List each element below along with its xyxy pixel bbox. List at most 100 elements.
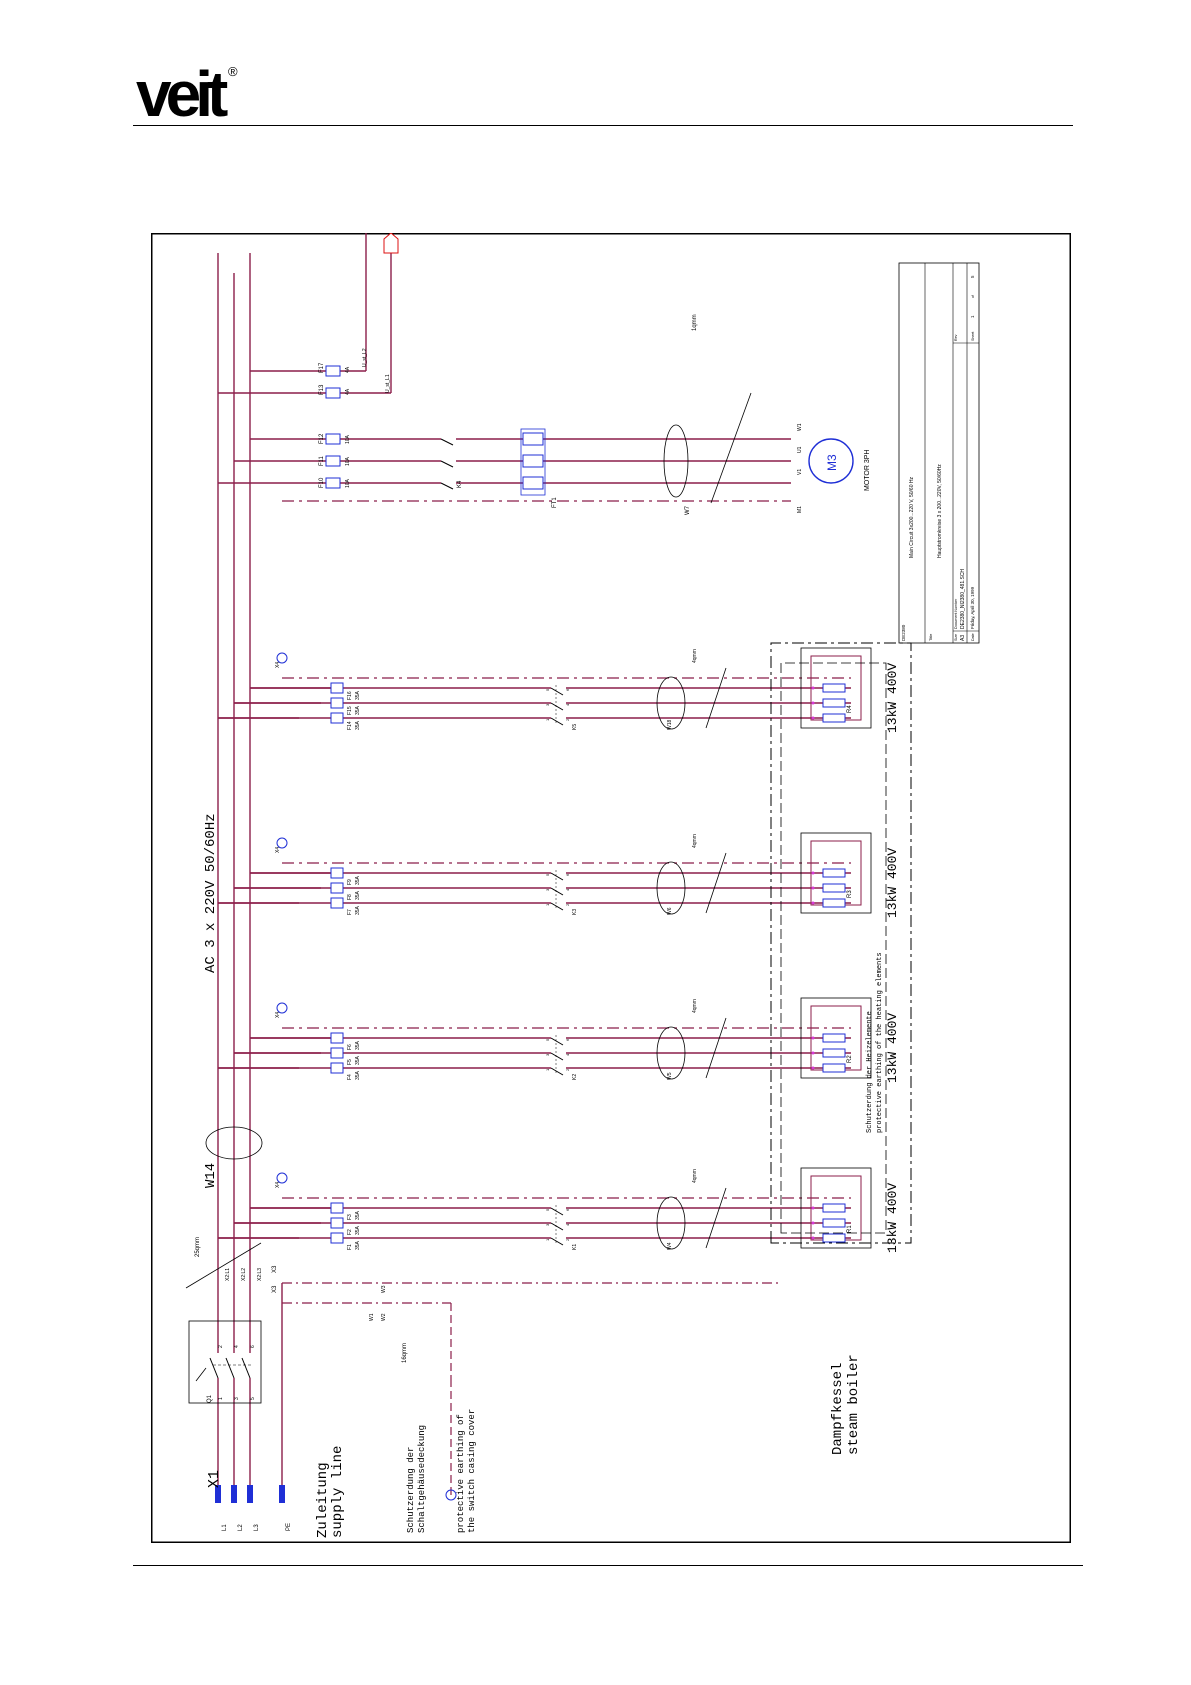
motor-cable-oval [663,424,689,498]
cable-cross-2: 4qmm [692,834,698,848]
tb-of-label: of [971,295,975,298]
fuse-f5 [330,1047,344,1059]
contactor-term-0-4: 4 [565,1223,570,1226]
contactor-label-1: K2 [572,1074,578,1080]
heater-resistor-element [822,698,846,708]
earth-symbol-1 [276,1002,288,1014]
voltage-label: AC 3 x 220V 50/60Hz [203,813,219,973]
heater-power-1: 13kW 400V [885,1013,900,1083]
junction-dot [811,1051,815,1055]
fuse-rating-c-0: 35A [355,1210,361,1220]
cable-label-0: W4 [667,1242,673,1250]
x2-l3-label: X2:L3 [257,1268,263,1281]
contactor-blade [550,1067,564,1076]
junction-dot [811,686,815,690]
fuse-f14 [330,712,344,724]
x4-label-0: X4 [275,1182,281,1188]
contactor-term-0-0: 1 [545,1238,550,1241]
fuse-label-a-1: F4 [347,1074,353,1080]
junction-dot [811,886,815,890]
overload-element-2 [522,432,544,446]
contactor-blade [550,717,564,726]
schematic-canvas: M3 X1 Zuleitung supply line L1 L2 L3 PE … [151,233,1071,1543]
fuse-rating-c-2: 35A [355,875,361,885]
contactor-term-0-2: 5 [545,1208,550,1211]
heater-resistor-element [822,713,846,723]
fuse-rating-b-1: 35A [355,1055,361,1065]
tb-title-label: Title [928,633,933,641]
w-cross-label: 16qmm [402,1343,408,1363]
supply-terminal-l3 [247,1485,253,1503]
fuse-f2 [330,1217,344,1229]
motor-cross-slash [710,392,752,504]
fuse-label-b-0: F2 [347,1229,353,1235]
contactor-term-1-4: 4 [565,1053,570,1056]
contactor-blade [550,872,564,881]
resistor-label-1: R2 [847,1055,853,1063]
overload-ft1: FT1 [552,497,558,508]
contactor-term-3-5: 6 [565,688,570,691]
tb-cell1: DE2380 [901,624,906,641]
motor-contactor-blade [440,438,454,446]
contactor-blade [550,1207,564,1216]
heater-resistor-element [822,898,846,908]
fuse-f16 [330,682,344,694]
supply-terminal-l1 [215,1485,221,1503]
heater-box-r4 [800,647,872,729]
fuse-rating-a-0: 35A [355,1240,361,1250]
heater-resistor-element [822,868,846,878]
q1-contact-1: 1 [218,1397,224,1400]
schematic-sheet: M3 X1 Zuleitung supply line L1 L2 L3 PE … [151,233,1071,1543]
main-cable-label: W14 [203,1163,219,1188]
tb-size-label: Size [954,634,958,641]
motor-term-w1: W1 [797,423,803,431]
junction-dot [811,1206,815,1210]
tb-title-de: Hauptstromkreise 3 x 200...220V, 50/60Hz [937,464,943,558]
contactor-term-2-2: 5 [545,873,550,876]
cross-slash [705,1017,727,1079]
fuse-label-b-3: F15 [347,706,353,715]
casing-en-2: the switch casing cover [467,1409,477,1533]
contactor-blade [550,1237,564,1246]
cable-label-1: W5 [667,1072,673,1080]
junction-dot [811,1236,815,1240]
junction-dot [811,716,815,720]
motor-m3-symbol [808,438,854,484]
supply-title-de: Zuleitung [315,1462,331,1538]
motor-cable-cross: 1qmm [692,314,698,331]
heater-power-3: 13kW 400V [885,663,900,733]
header-rule [133,125,1073,126]
tb-of: 5 [970,275,975,278]
fuse-f13: F13 [319,384,325,395]
cable-oval-w5 [656,1026,686,1080]
motor-term-m1: M1 [797,506,803,513]
fuse-label-c-1: F6 [347,1044,353,1050]
q1-contact-3: 3 [234,1397,240,1400]
heater-box-r1 [800,1167,872,1249]
casing-earth-symbol [445,1489,457,1501]
fuse-rating-b-2: 35A [355,890,361,900]
fuse-f12: F12 [319,433,325,444]
junction-dot [811,1036,815,1040]
junction-dot [811,1221,815,1225]
fuse-rating-a-1: 35A [355,1070,361,1080]
junction-dot [811,701,815,705]
motor-contactor-blade [440,482,454,490]
contactor-term-1-1: 3 [545,1053,550,1056]
contactor-blade [550,1037,564,1046]
fuse-rating-a-3: 35A [355,720,361,730]
q1-contact-6: 6 [250,1345,256,1348]
registered-mark: ® [228,64,238,79]
labels: X1 Zuleitung supply line L1 L2 L3 PE 25q… [195,262,980,1538]
fuse-rating-a-2: 35A [355,905,361,915]
fuse-f12-rating: 10A [345,434,351,444]
tb-title-en: Main Circuit 3x200...220 V, 50/60 Hz [909,477,915,558]
contactor-term-2-3: 2 [565,903,570,906]
control-fuse-1 [325,365,341,377]
fuse-label-c-2: F9 [347,879,353,885]
tb-docnum-label: Document Number [954,598,958,629]
fuse-f17: F17 [319,362,325,373]
switch-blade-1 [225,1357,235,1379]
motor-label: MOTOR 3PH [864,450,871,492]
cable-oval-w4 [656,1196,686,1250]
